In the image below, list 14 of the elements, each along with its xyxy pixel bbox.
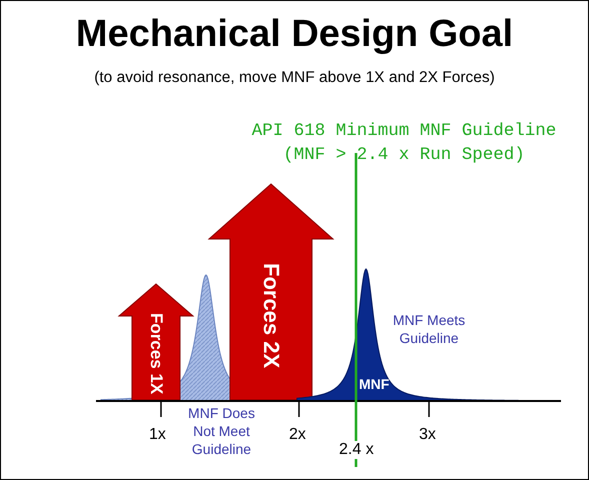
peak-caption: MNF Does Not Meet Guideline (187, 404, 256, 458)
arrow-label: Forces 2X (258, 262, 284, 368)
force-arrow (119, 284, 193, 400)
tick-label: 2x (289, 426, 306, 444)
tick-label: 1x (149, 426, 166, 444)
peak-caption: MNF Meets Guideline (392, 311, 466, 347)
title: Mechanical Design Goal (74, 13, 514, 56)
subtitle: (to avoid resonance, move MNF above 1X and 2X Forces) (93, 69, 496, 87)
peak-label: MNF (359, 376, 390, 392)
force-arrow (209, 184, 333, 400)
tick-label: 3x (419, 426, 436, 444)
guideline-note: API 618 Minimum MNF Guideline (MNF > 2.4 x Run Speed) (250, 120, 558, 167)
arrow-label: Forces 1X (146, 313, 166, 395)
tick-label: 2.4 x (337, 441, 376, 459)
